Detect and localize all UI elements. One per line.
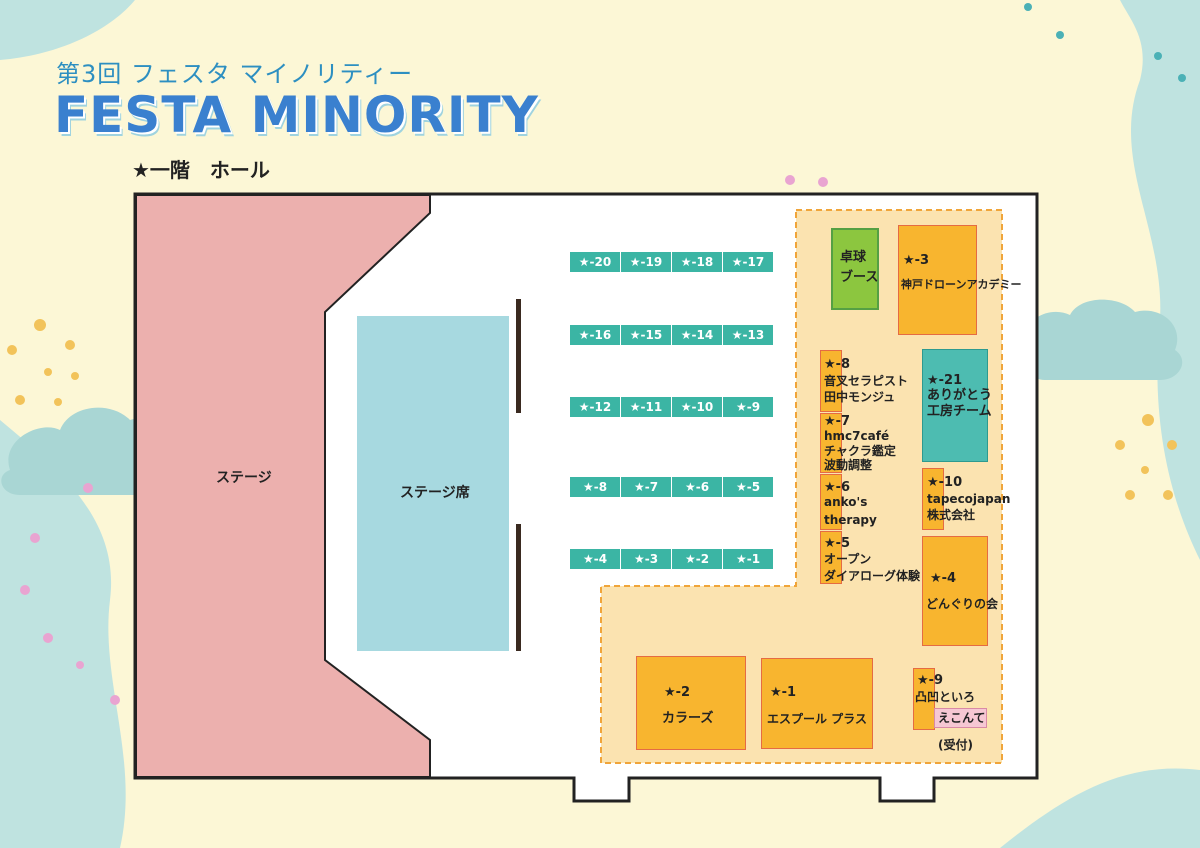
booth-4-name: どんぐりの会 — [926, 597, 999, 611]
right-blob — [1120, 0, 1200, 560]
booth-6[interactable] — [820, 474, 842, 530]
booth-4-number: ★-4 — [930, 571, 957, 586]
booth-2-name: カラーズ — [662, 711, 714, 726]
booth-1-name: エスプール プラス — [767, 712, 867, 726]
booth-10[interactable] — [922, 468, 944, 530]
table-15[interactable]: ★-15 — [620, 324, 672, 346]
booth-7-line1: hmc7café — [824, 429, 890, 443]
booth-3[interactable] — [898, 225, 977, 335]
table-17[interactable]: ★-17 — [722, 251, 774, 273]
booth-1-number: ★-1 — [770, 685, 797, 700]
booth-7-line3: 波動調整 — [824, 458, 873, 472]
stage-seats-label: ステージ席 — [400, 485, 470, 501]
booth-21-line1: ありがとう — [927, 388, 993, 403]
table-18[interactable]: ★-18 — [671, 251, 723, 273]
table-9[interactable]: ★-9 — [722, 396, 774, 418]
booth-1[interactable] — [761, 658, 873, 749]
booth-7[interactable] — [820, 413, 842, 473]
table-12[interactable]: ★-12 — [569, 396, 621, 418]
pingpong-label-1: 卓球 — [840, 250, 867, 265]
table-5[interactable]: ★-5 — [722, 476, 774, 498]
booth-10-line1: tapecojapan — [927, 492, 1011, 506]
booth-6-line2: therapy — [824, 513, 877, 527]
partition-lower — [516, 524, 521, 651]
booth-7-number: ★-7 — [824, 414, 851, 429]
booth-21-number: ★-21 — [927, 373, 963, 388]
table-14[interactable]: ★-14 — [671, 324, 723, 346]
booth-9[interactable] — [913, 668, 935, 730]
booth-zone — [600, 209, 1003, 764]
floor-label: ★一階 ホール — [132, 158, 270, 182]
booth-8-line2: 田中モンジュ — [824, 390, 896, 404]
table-13[interactable]: ★-13 — [722, 324, 774, 346]
booth-9-name: 凸凹といろ — [915, 690, 976, 704]
booth-9-number: ★-9 — [917, 673, 944, 688]
booth-2[interactable] — [636, 656, 746, 750]
booth-8[interactable] — [820, 350, 842, 412]
booth-8-number: ★-8 — [824, 357, 851, 372]
top-left-blob — [0, 0, 135, 60]
table-4[interactable]: ★-4 — [569, 548, 621, 570]
table-3[interactable]: ★-3 — [620, 548, 672, 570]
partition-upper — [516, 299, 521, 413]
booth-5-line1: オープン — [824, 552, 872, 566]
booth-8-line1: 音叉セラピスト — [824, 374, 909, 388]
bottom-right-blob — [1000, 768, 1200, 848]
stage-seats-area — [357, 316, 509, 651]
reception-name: えこんて — [938, 711, 986, 725]
teal-dots — [1024, 3, 1186, 82]
table-1[interactable]: ★-1 — [722, 548, 774, 570]
table-2[interactable]: ★-2 — [671, 548, 723, 570]
reception-booth[interactable] — [934, 708, 987, 728]
table-19[interactable]: ★-19 — [620, 251, 672, 273]
booth-4[interactable] — [922, 536, 988, 646]
booth-2-number: ★-2 — [664, 685, 691, 700]
pingpong-booth[interactable] — [831, 228, 879, 310]
table-10[interactable]: ★-10 — [671, 396, 723, 418]
booth-6-number: ★-6 — [824, 480, 851, 495]
table-16[interactable]: ★-16 — [569, 324, 621, 346]
booth-6-line1: anko's — [824, 495, 868, 509]
booth-10-line2: 株式会社 — [927, 508, 976, 522]
stage-label: ステージ — [216, 470, 272, 486]
event-subtitle: 第3回 フェスタ マイノリティー — [56, 60, 414, 88]
pink-dots — [20, 175, 828, 705]
booth-5-line2: ダイアローグ体験 — [824, 569, 921, 583]
stage-area — [135, 194, 431, 778]
table-6[interactable]: ★-6 — [671, 476, 723, 498]
left-blob — [0, 420, 126, 848]
table-20[interactable]: ★-20 — [569, 251, 621, 273]
booth-3-name: 神戸ドローンアカデミー — [901, 278, 1022, 291]
table-11[interactable]: ★-11 — [620, 396, 672, 418]
booth-3-number: ★-3 — [903, 253, 930, 268]
event-title: FESTA MINORITY — [54, 86, 539, 144]
booth-21[interactable] — [922, 349, 988, 462]
reception-note: (受付) — [938, 738, 973, 752]
right-cloud — [1025, 299, 1183, 380]
pingpong-label-2: ブース — [840, 270, 879, 285]
table-8[interactable]: ★-8 — [569, 476, 621, 498]
booth-7-line2: チャクラ鑑定 — [824, 444, 896, 458]
booth-5-number: ★-5 — [824, 536, 851, 551]
yellow-dots — [7, 319, 1177, 500]
booth-21-line2: 工房チーム — [927, 404, 992, 419]
table-7[interactable]: ★-7 — [620, 476, 672, 498]
booth-10-number: ★-10 — [927, 475, 963, 490]
booth-5[interactable] — [820, 531, 842, 584]
